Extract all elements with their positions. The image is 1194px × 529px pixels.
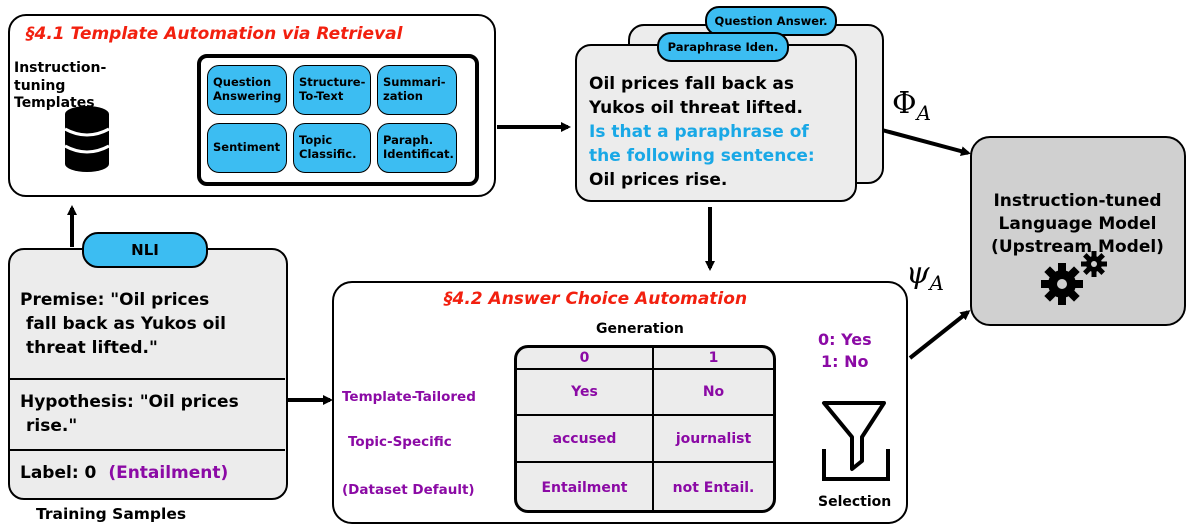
mapping-text: 0: Yes 1: No (818, 329, 872, 373)
template-paraphrase-identification[interactable]: Paraph. Identificat. (377, 123, 457, 173)
label-row: Label: 0 (Entailment) (20, 463, 228, 483)
table-cell: not Entail. (672, 479, 755, 496)
training-samples-caption: Training Samples (36, 505, 187, 523)
phi-a-label: ΦA (892, 86, 931, 125)
phi-subscript: A (916, 101, 932, 125)
divider-2 (10, 449, 285, 451)
table-row-divider-1 (517, 414, 773, 416)
table-cell: Entailment (541, 479, 628, 496)
mapping-line-1: 0: Yes (818, 330, 872, 349)
template-question-answering[interactable]: Question Answering (207, 65, 287, 115)
table-col-divider (652, 348, 654, 510)
templates-grid: Question Answering Structure-To-Text Sum… (197, 54, 479, 186)
generation-label: Generation (596, 321, 684, 337)
table-cell: accused (552, 430, 617, 447)
psi-subscript: A (929, 271, 944, 295)
prompt-line-1: Oil prices fall back as (589, 74, 795, 94)
arrow-prompt-to-model (881, 128, 971, 157)
phi-symbol: Φ (892, 86, 917, 121)
hypothesis-text: Hypothesis: "Oil prices rise." (20, 390, 239, 438)
gears-icon (1041, 251, 1107, 305)
divider-1 (10, 378, 285, 380)
label-value: Label: 0 (20, 463, 97, 483)
table-row-divider-2 (517, 461, 773, 463)
table-header-divider (517, 368, 773, 370)
funnel-icon (822, 401, 890, 481)
model-title: Instruction-tuned Language Model (Upstre… (972, 190, 1183, 259)
template-topic-classification[interactable]: Topic Classific. (293, 123, 371, 173)
prompt-line-3: Is that a paraphrase of (589, 122, 809, 142)
col-header-1: 1 (708, 350, 719, 366)
database-icon (64, 106, 110, 172)
answer-choice-table: 0 1 Yes No accused journalist Entailment… (514, 345, 776, 513)
tab-paraphrase-identification[interactable]: Paraphrase Iden. (657, 32, 789, 62)
premise-text: Premise: "Oil prices fall back as Yukos … (20, 288, 226, 360)
label-name: (Entailment) (108, 463, 229, 483)
template-summarization[interactable]: Summari-zation (377, 65, 457, 115)
table-cell: Yes (571, 384, 598, 400)
col-header-0: 0 (579, 350, 590, 366)
answer-choice-panel: §4.2 Answer Choice Automation Generation… (332, 281, 908, 524)
templates-label: Instruction-tuning Templates (14, 60, 107, 111)
prompt-line-5: Oil prices rise. (589, 170, 728, 190)
psi-symbol: ψ (906, 256, 930, 291)
premise-line-2: fall back as Yukos oil (26, 314, 226, 334)
model-line-3: (Upstream Model) (991, 237, 1164, 257)
prompt-line-2: Yukos oil threat lifted. (589, 98, 803, 118)
row-label-dataset-default: (Dataset Default) (342, 482, 475, 498)
mapping-line-2: 1: No (821, 352, 869, 371)
template-structure-to-text[interactable]: Structure-To-Text (293, 65, 371, 115)
section42-title: §4.2 Answer Choice Automation (444, 289, 748, 309)
hypothesis-line-2: rise." (26, 416, 78, 436)
model-line-2: Language Model (998, 214, 1157, 234)
prompt-card-front: Oil prices fall back as Yukos oil threat… (575, 44, 857, 202)
nli-tag[interactable]: NLI (82, 232, 208, 268)
prompt-text: Oil prices fall back as Yukos oil threat… (589, 72, 815, 192)
template-automation-panel: §4.1 Template Automation via Retrieval I… (8, 14, 496, 197)
prompt-line-4: the following sentence: (589, 146, 815, 166)
premise-line-1: Premise: "Oil prices (20, 290, 210, 310)
training-samples-box: Premise: "Oil prices fall back as Yukos … (8, 248, 288, 500)
row-label-template-tailored: Template-Tailored (342, 389, 476, 405)
section41-title: §4.1 Template Automation via Retrieval (26, 24, 403, 44)
premise-line-3: threat lifted." (26, 338, 158, 358)
tab-question-answer[interactable]: Question Answer. (705, 6, 837, 36)
template-sentiment[interactable]: Sentiment (207, 123, 287, 173)
arrow-answers-to-model (908, 310, 971, 360)
psi-a-label: ψA (906, 256, 944, 295)
table-cell: No (702, 384, 725, 400)
hypothesis-line-1: Hypothesis: "Oil prices (20, 392, 239, 412)
upstream-model-box: Instruction-tuned Language Model (Upstre… (970, 136, 1186, 326)
table-cell: journalist (675, 430, 752, 447)
selection-label: Selection (818, 494, 892, 510)
model-line-1: Instruction-tuned (993, 191, 1162, 211)
row-label-topic-specific: Topic-Specific (348, 434, 452, 450)
